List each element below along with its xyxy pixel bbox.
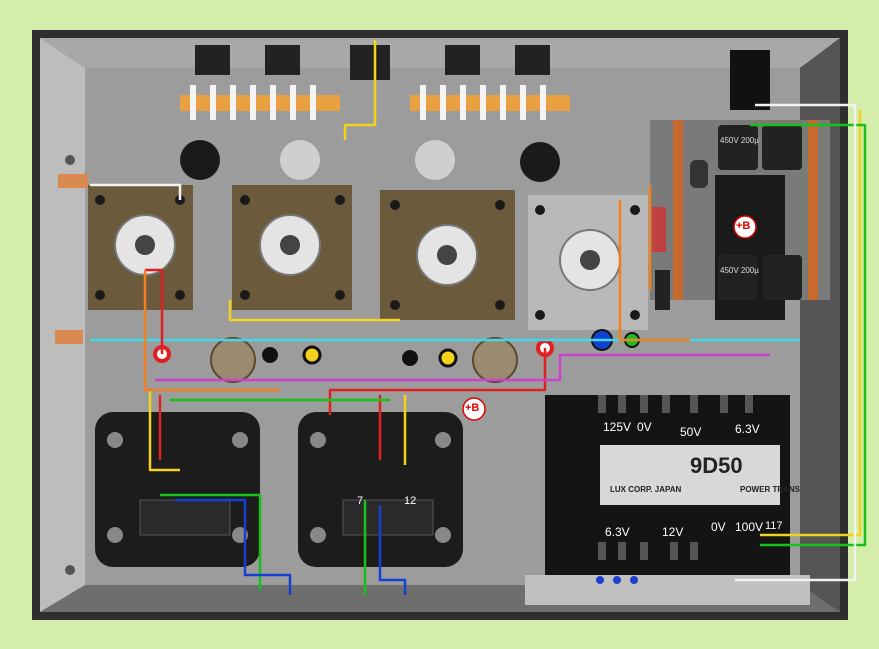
power-transformer-type: POWER TRANS [740, 485, 800, 494]
power-tube-sockets [114, 214, 621, 291]
power-transformer-maker: LUX CORP. JAPAN [610, 485, 682, 494]
capacitor-board [650, 120, 830, 320]
preamp-tube-sockets [180, 140, 560, 182]
tap-63v-top-label: 6.3V [735, 422, 760, 436]
tap-12v-label: 12V [662, 525, 684, 539]
b-plus-markers [462, 215, 757, 421]
capacitor-rating-label: 450V 200µ [720, 136, 759, 145]
tap-63v-bottom-label: 6.3V [605, 525, 630, 539]
tap-0v-bottom-label: 0V [711, 520, 726, 534]
power-transformer [525, 395, 810, 605]
tap-0v-top-label: 0V [637, 420, 652, 434]
output-transformers [95, 412, 463, 567]
capacitor-rating-label-2: 450V 200µ [720, 266, 759, 275]
tube-socket-plates [88, 185, 648, 330]
tap-125v-label: 125V [603, 420, 632, 434]
tap-117-label: 117 [765, 520, 783, 532]
tap-100v-label: 100V [735, 520, 764, 534]
side-terminals [55, 174, 88, 344]
ot-pin-12-label: 12 [404, 495, 417, 507]
power-transformer-model: 9D50 [690, 453, 743, 478]
b-plus-label-ot: +B [465, 402, 480, 414]
terminal-strips [180, 45, 770, 120]
ot-pin-7-label: 7 [357, 495, 364, 507]
wiring [90, 40, 867, 595]
b-plus-label-cap: +B [736, 220, 751, 232]
tap-50v-label: 50V [680, 425, 702, 439]
